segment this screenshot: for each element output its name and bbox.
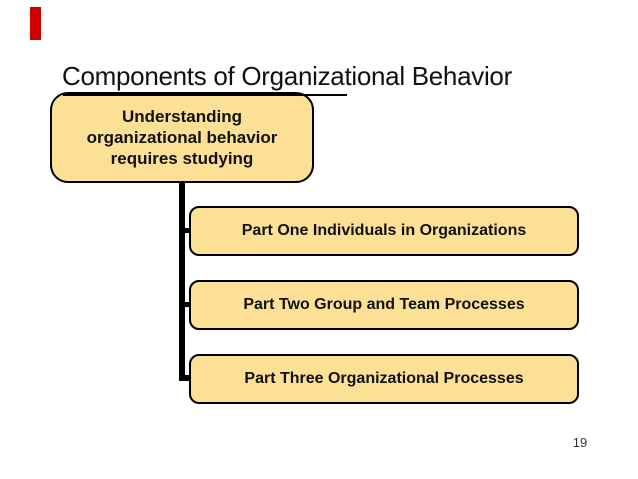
page-number: 19 [572, 435, 588, 450]
part-box-label: Part Two Group and Team Processes [243, 296, 525, 313]
part-box-one: Part One Individuals in Organizations [189, 206, 579, 256]
page-title: Components of Organizational Behavior [62, 61, 512, 91]
root-box: Understanding organizational behavior re… [50, 92, 314, 183]
root-box-line: Understanding [122, 107, 242, 126]
connector-elbow-three [179, 375, 191, 381]
connector-stub-two [184, 302, 191, 307]
root-box-line: requires studying [110, 149, 254, 168]
part-box-two: Part Two Group and Team Processes [189, 280, 579, 330]
root-box-line: organizational behavior [86, 128, 278, 147]
part-box-label: Part Three Organizational Processes [244, 370, 524, 387]
part-box-label: Part One Individuals in Organizations [241, 222, 527, 239]
connector-stub-one [184, 228, 191, 233]
connector-trunk [179, 181, 185, 381]
accent-bar [30, 7, 41, 40]
title-underline [63, 94, 347, 96]
part-box-three: Part Three Organizational Processes [189, 354, 579, 404]
